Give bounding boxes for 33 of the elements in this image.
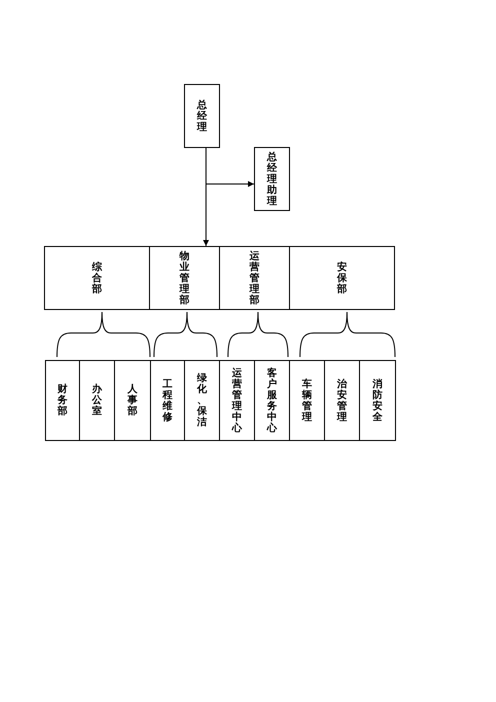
department-cell <box>289 246 395 310</box>
section-cell <box>184 360 220 441</box>
vertical-label: 消防安全 <box>372 378 383 422</box>
vertical-label: 人事部 <box>127 384 138 417</box>
vertical-label: 工程维修 <box>162 378 173 422</box>
section-cell <box>79 360 115 441</box>
vertical-label: 物业管理部 <box>179 250 190 306</box>
vertical-label: 安保部 <box>336 262 348 294</box>
vertical-label: 总经理助理 <box>266 152 278 206</box>
section-cell <box>324 360 360 441</box>
vertical-label: 绿化、保洁 <box>196 373 208 428</box>
department-cell <box>149 246 220 310</box>
arrow <box>203 146 209 246</box>
vertical-label: 客户服务中心 <box>266 368 278 434</box>
section-cell <box>254 360 290 441</box>
position-box <box>254 147 290 211</box>
section-cell <box>45 360 80 441</box>
vertical-label: 总经理 <box>196 100 208 132</box>
vertical-label: 运营管理中心 <box>232 368 242 434</box>
section-cell <box>359 360 396 441</box>
section-cell <box>114 360 151 441</box>
section-cell <box>150 360 185 441</box>
position-box <box>184 84 220 148</box>
vertical-label: 运营管理部 <box>249 250 260 306</box>
department-cell <box>44 246 150 310</box>
vertical-label: 治安管理 <box>336 378 348 422</box>
vertical-label: 综合部 <box>92 262 102 294</box>
vertical-label: 车辆管理 <box>302 378 312 422</box>
department-cell <box>219 246 290 310</box>
vertical-label: 财务部 <box>57 384 68 417</box>
section-cell <box>289 360 325 441</box>
vertical-label: 办公室 <box>92 384 102 417</box>
section-cell <box>219 360 255 441</box>
